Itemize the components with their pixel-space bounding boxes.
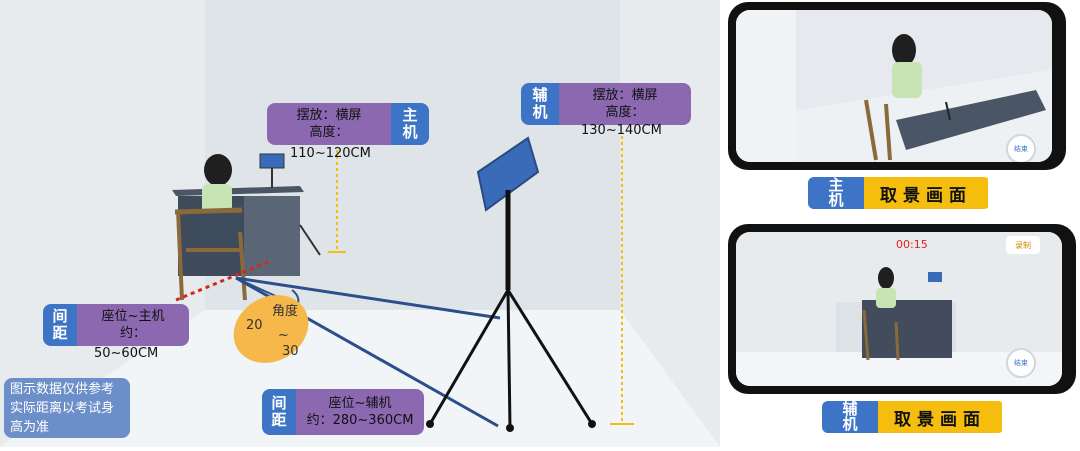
seat-distance-line: [175, 260, 269, 302]
aux-caption-side-2: 机: [842, 415, 858, 433]
aux-side-char-1: 辅: [532, 86, 548, 104]
reference-note: 图示数据仅供参考 实际距离以考试身高为准: [4, 378, 130, 438]
seat-aux-value: 约：280~360CM: [306, 413, 414, 428]
main-caption-side-1: 主: [828, 177, 844, 194]
seat-main-prefix: 约：: [119, 326, 146, 341]
angle-label: 角度: [272, 304, 299, 319]
aux-view-caption: 辅 机 取景画面: [822, 401, 1004, 433]
main-side-char-1: 主: [402, 106, 418, 124]
main-placement: 摆放：横屏: [296, 108, 362, 123]
aux-phone-mark: [476, 136, 540, 212]
main-height-label: 高度：: [309, 125, 349, 140]
seat-main-side-1: 间: [52, 307, 68, 325]
main-caption-side-2: 机: [828, 191, 844, 209]
main-view-caption: 主 机 取景画面: [808, 177, 990, 209]
seat-main-side-2: 距: [52, 324, 68, 342]
aux-height-label: 高度：: [605, 105, 645, 120]
aux-height-value: 130~140CM: [581, 123, 662, 138]
main-height-value: 110~120CM: [290, 146, 371, 161]
person-head: [204, 154, 232, 186]
seat-aux-side-2: 距: [271, 411, 287, 429]
seat-main-value: 50~60CM: [94, 346, 159, 361]
seat-aux-tag: 间 距 座位~辅机 约：280~360CM: [262, 389, 424, 435]
aux-placement: 摆放：横屏: [592, 88, 658, 103]
main-side-char-2: 机: [402, 123, 418, 141]
seat-main-tag: 间 距 座位~主机 约：: [43, 304, 189, 346]
main-phone-mark: [259, 153, 285, 169]
aux-caption-title: 取景画面: [878, 401, 1002, 433]
aux-device-tag: 辅 机 摆放：横屏 高度：: [521, 83, 691, 125]
seat-aux-title: 座位~辅机: [328, 396, 392, 411]
room-scene: [0, 0, 720, 447]
main-end-button[interactable]: 结束: [1006, 134, 1036, 162]
seat-main-title: 座位~主机: [101, 309, 165, 324]
aux-preview-phone: 00:15 录制 结束: [728, 224, 1076, 394]
main-preview-illustration: [736, 10, 1052, 162]
main-device-tag: 摆放：横屏 高度： 主 机: [267, 103, 429, 145]
main-preview-phone: 结束: [728, 2, 1066, 170]
angle-separator: ~: [278, 328, 289, 343]
room-illustration: [0, 0, 720, 447]
aux-side-char-2: 机: [532, 103, 548, 121]
aux-timer: 00:15: [896, 238, 928, 251]
main-caption-title: 取景画面: [864, 177, 988, 209]
angle-value-b: 30: [282, 344, 299, 359]
aux-end-button[interactable]: 结束: [1006, 348, 1036, 378]
aux-caption-side-1: 辅: [842, 401, 858, 418]
angle-value-a: 20: [246, 318, 263, 333]
aux-record-badge: 录制: [1006, 236, 1040, 254]
seat-aux-side-1: 间: [271, 394, 287, 412]
